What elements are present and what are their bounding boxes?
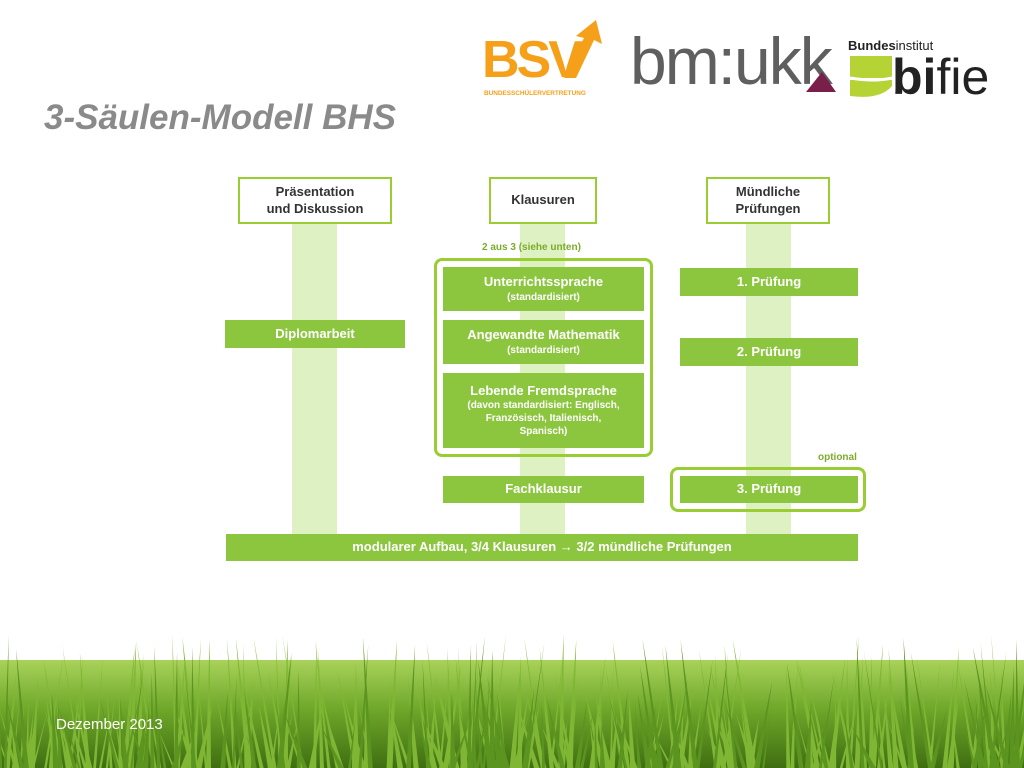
diplomarbeit-box: Diplomarbeit (225, 320, 405, 348)
pruefung-2-box: 2. Prüfung (680, 338, 858, 366)
optional-frame (670, 467, 866, 512)
bifie-logo-top: Bundesinstitut (848, 38, 934, 53)
bifie-logo: Bundesinstitut bifie (848, 38, 1006, 106)
column-header-praesentation: Präsentation und Diskussion (238, 177, 392, 224)
klausur-angewandte-mathematik: Angewandte Mathematik (standardisiert) (443, 320, 644, 364)
pruefung-3-box: 3. Prüfung (680, 476, 858, 503)
bifie-logo-word: bifie (892, 49, 990, 105)
klausur-lebende-fremdsprache: Lebende Fremdsprache (davon standardisie… (443, 373, 644, 448)
fachklausur-box: Fachklausur (443, 476, 644, 503)
klausur-unterrichtssprache: Unterrichtssprache (standardisiert) (443, 267, 644, 311)
arrow-up-icon (564, 20, 602, 78)
note-2-aus-3: 2 aus 3 (siehe unten) (482, 242, 581, 253)
column-header-muendliche-pruefungen: Mündliche Prüfungen (706, 177, 830, 224)
note-optional: optional (818, 452, 857, 463)
bmukk-logo-word: bm:uk (630, 24, 802, 98)
bmukk-logo-k: k (800, 24, 836, 98)
grass-decoration (0, 633, 1024, 768)
bsv-logo-subtitle: BUNDESSCHÜLERVERTRETUNG (484, 90, 586, 97)
slide-title: 3-Säulen-Modell BHS (44, 98, 396, 137)
bifie-mark-icon (850, 56, 892, 97)
column-header-klausuren: Klausuren (489, 177, 597, 224)
bsv-logo: BSV BUNDESSCHÜLERVERTRETUNG (482, 20, 604, 102)
footer-date: Dezember 2013 (56, 716, 163, 733)
pruefung-1-box: 1. Prüfung (680, 268, 858, 296)
pillar-left (292, 224, 337, 534)
bmukk-accent-icon (805, 72, 836, 92)
klausuren-selection-frame (434, 258, 653, 457)
bmukk-logo: bm:ukk (630, 28, 836, 94)
bottom-bar-modularer-aufbau: modularer Aufbau, 3/4 Klausuren → 3/2 mü… (226, 534, 858, 561)
